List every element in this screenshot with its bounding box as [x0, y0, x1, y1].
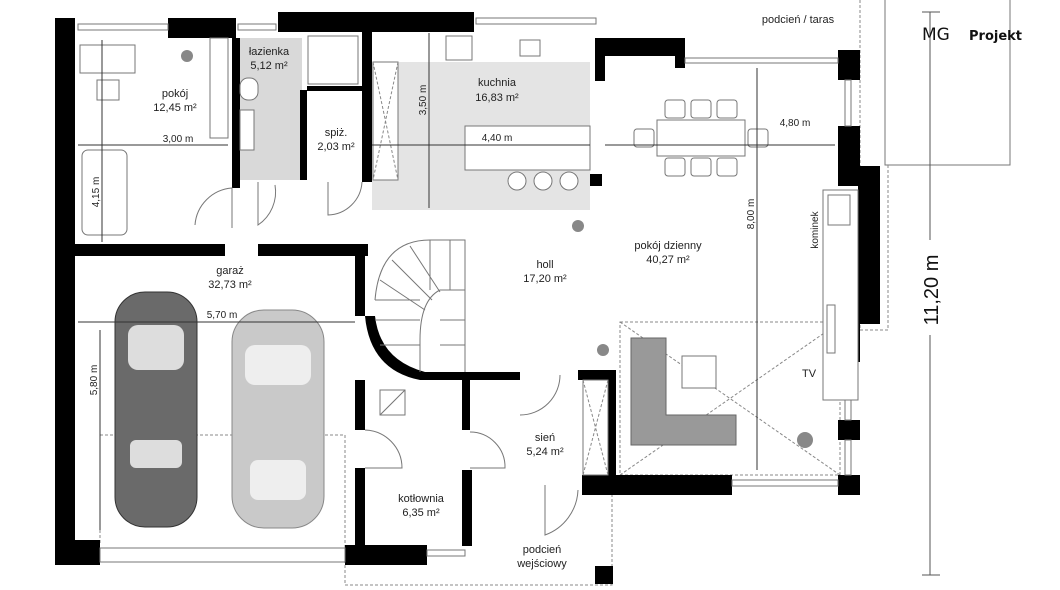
- chair: [96, 79, 120, 101]
- room-name-kuchnia: kuchnia: [478, 77, 517, 89]
- kitchen-sink: [519, 39, 541, 57]
- car-dark: [114, 291, 198, 528]
- bed: [81, 149, 128, 236]
- car-light: [231, 309, 325, 529]
- kitchen-island: [464, 125, 591, 171]
- dim-kuchnia-height: 3,50 m: [418, 85, 429, 116]
- dim-garage-length: 5,80 m: [89, 365, 100, 396]
- furniture: [79, 35, 859, 536]
- dining-table: [656, 119, 746, 157]
- shower: [307, 35, 359, 85]
- room-name-spiz: spiż.: [325, 127, 348, 139]
- dim-pokoj-width: 3,00 m: [163, 134, 194, 145]
- tv-label: TV: [802, 368, 817, 380]
- room-area-living: 40,27 m²: [646, 254, 690, 266]
- room-name-taras: podcień / taras: [762, 14, 835, 26]
- room-name-sien: sień: [535, 432, 555, 444]
- dining-chairs: [633, 99, 769, 177]
- room-area-garaz: 32,73 m²: [208, 279, 252, 291]
- dim-kuchnia-width: 4,40 m: [482, 133, 513, 144]
- room-name-lazienka: łazienka: [249, 46, 290, 58]
- room-name-podcien: podcień: [523, 544, 562, 556]
- sink: [239, 109, 255, 151]
- stairs: [374, 239, 466, 372]
- closet: [582, 379, 609, 476]
- room-name-holl: holl: [536, 259, 553, 271]
- dim-living-width: 4,80 m: [780, 118, 811, 129]
- dim-pokoj-length: 4,15 m: [91, 177, 102, 208]
- room-area-kotlownia: 6,35 m²: [402, 507, 440, 519]
- logo-text: Projekt: [969, 29, 1022, 44]
- room-name-living: pokój dzienny: [634, 240, 702, 252]
- dimension-lines: [75, 11, 940, 576]
- tv-unit: [826, 304, 836, 354]
- desk: [79, 44, 136, 74]
- room-name-pokoj: pokój: [162, 88, 188, 100]
- toilet: [239, 77, 259, 101]
- room-area-spiz: 2,03 m²: [317, 141, 355, 153]
- corner-sofa: [630, 337, 737, 446]
- logo-mark: MG: [922, 25, 950, 45]
- fireplace-label: kominek: [810, 210, 821, 248]
- room-area-lazienka: 5,12 m²: [250, 60, 288, 72]
- plants: [181, 50, 813, 448]
- windows: [77, 17, 852, 563]
- room-name-podcien-2: wejściowy: [516, 558, 567, 570]
- doors: [194, 181, 579, 536]
- dim-living-length: 8,00 m: [746, 199, 757, 230]
- room-area-pokoj: 12,45 m²: [153, 102, 197, 114]
- bathroom-floor: [238, 38, 302, 180]
- dim-total-length: 11,20 m: [921, 255, 943, 326]
- stove: [445, 35, 473, 61]
- room-area-sien: 5,24 m²: [526, 446, 564, 458]
- room-name-garaz: garaż: [216, 265, 244, 277]
- room-name-kotlownia: kotłownia: [398, 493, 445, 505]
- wardrobe: [209, 37, 229, 139]
- mg-projekt-logo: MG Projekt: [922, 25, 1022, 45]
- coffee-table: [681, 355, 717, 389]
- room-area-kuchnia: 16,83 m²: [475, 92, 519, 104]
- room-area-holl: 17,20 m²: [523, 273, 567, 285]
- dim-garage-width: 5,70 m: [207, 310, 238, 321]
